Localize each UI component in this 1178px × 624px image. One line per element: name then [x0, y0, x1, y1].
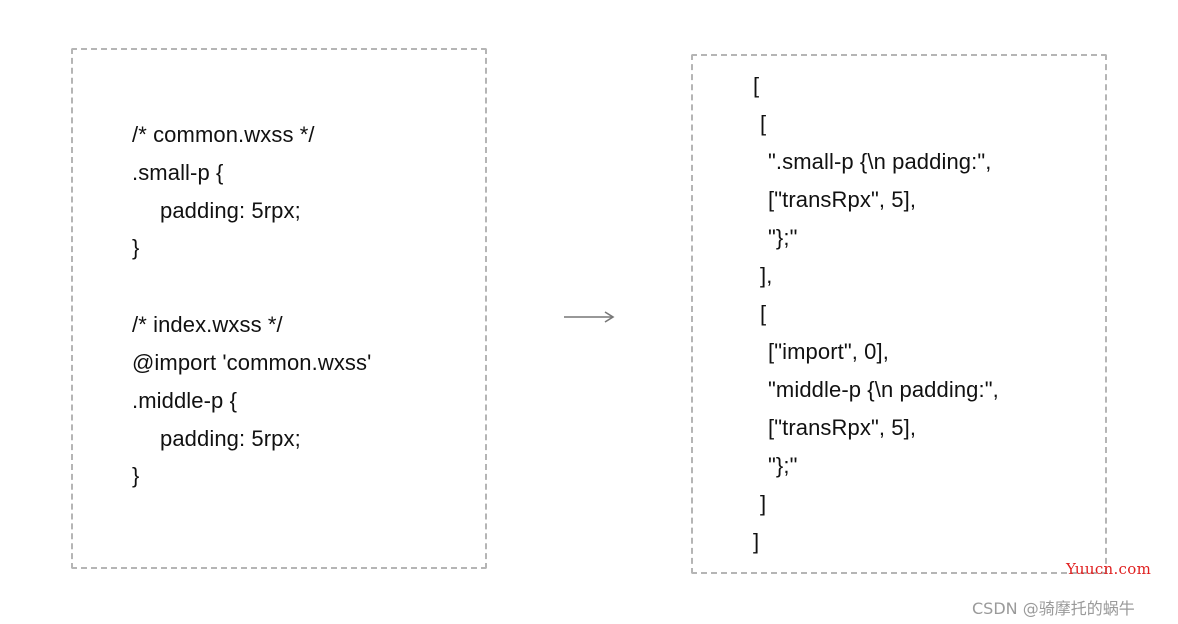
left-code-line-selector-middle: .middle-p { [132, 388, 238, 413]
right-code-line-middle-string: "middle-p {\n padding:", [768, 377, 999, 402]
right-code-line-open-inner-1: [ [760, 111, 767, 136]
right-code-line-import: ["import", 0], [768, 339, 889, 364]
right-code-line-close-string-2: "};" [768, 453, 798, 478]
author-watermark: CSDN @骑摩托的蜗牛 [972, 599, 1135, 618]
right-code-line-open-outer: [ [753, 73, 760, 98]
left-code-line-comment-index: /* index.wxss */ [132, 312, 283, 337]
left-code-line-padding-2: padding: 5rpx; [160, 426, 301, 451]
right-code-line-close-inner-1: ], [760, 263, 773, 288]
left-code-line-close-2: } [132, 463, 140, 488]
source-wxss-panel [71, 48, 487, 569]
site-watermark: Yuucn.com [1066, 560, 1152, 578]
left-code-line-import: @import 'common.wxss' [132, 350, 372, 375]
right-code-line-close-outer: ] [753, 529, 760, 554]
right-code-line-transrpx-2: ["transRpx", 5], [768, 415, 917, 440]
right-code-line-open-inner-2: [ [760, 301, 767, 326]
right-code-line-transrpx-1: ["transRpx", 5], [768, 187, 917, 212]
left-code-line-close-1: } [132, 235, 140, 260]
right-code-line-close-inner-2: ] [760, 491, 767, 516]
right-arrow-icon [564, 311, 615, 323]
left-code-line-selector-small: .small-p { [132, 160, 224, 185]
right-code-line-close-string-1: "};" [768, 225, 798, 250]
left-code-line-comment-common: /* common.wxss */ [132, 122, 315, 147]
left-code-line-padding-1: padding: 5rpx; [160, 198, 301, 223]
right-code-line-small-string: ".small-p {\n padding:", [768, 149, 992, 174]
compiled-array-panel [691, 54, 1107, 574]
